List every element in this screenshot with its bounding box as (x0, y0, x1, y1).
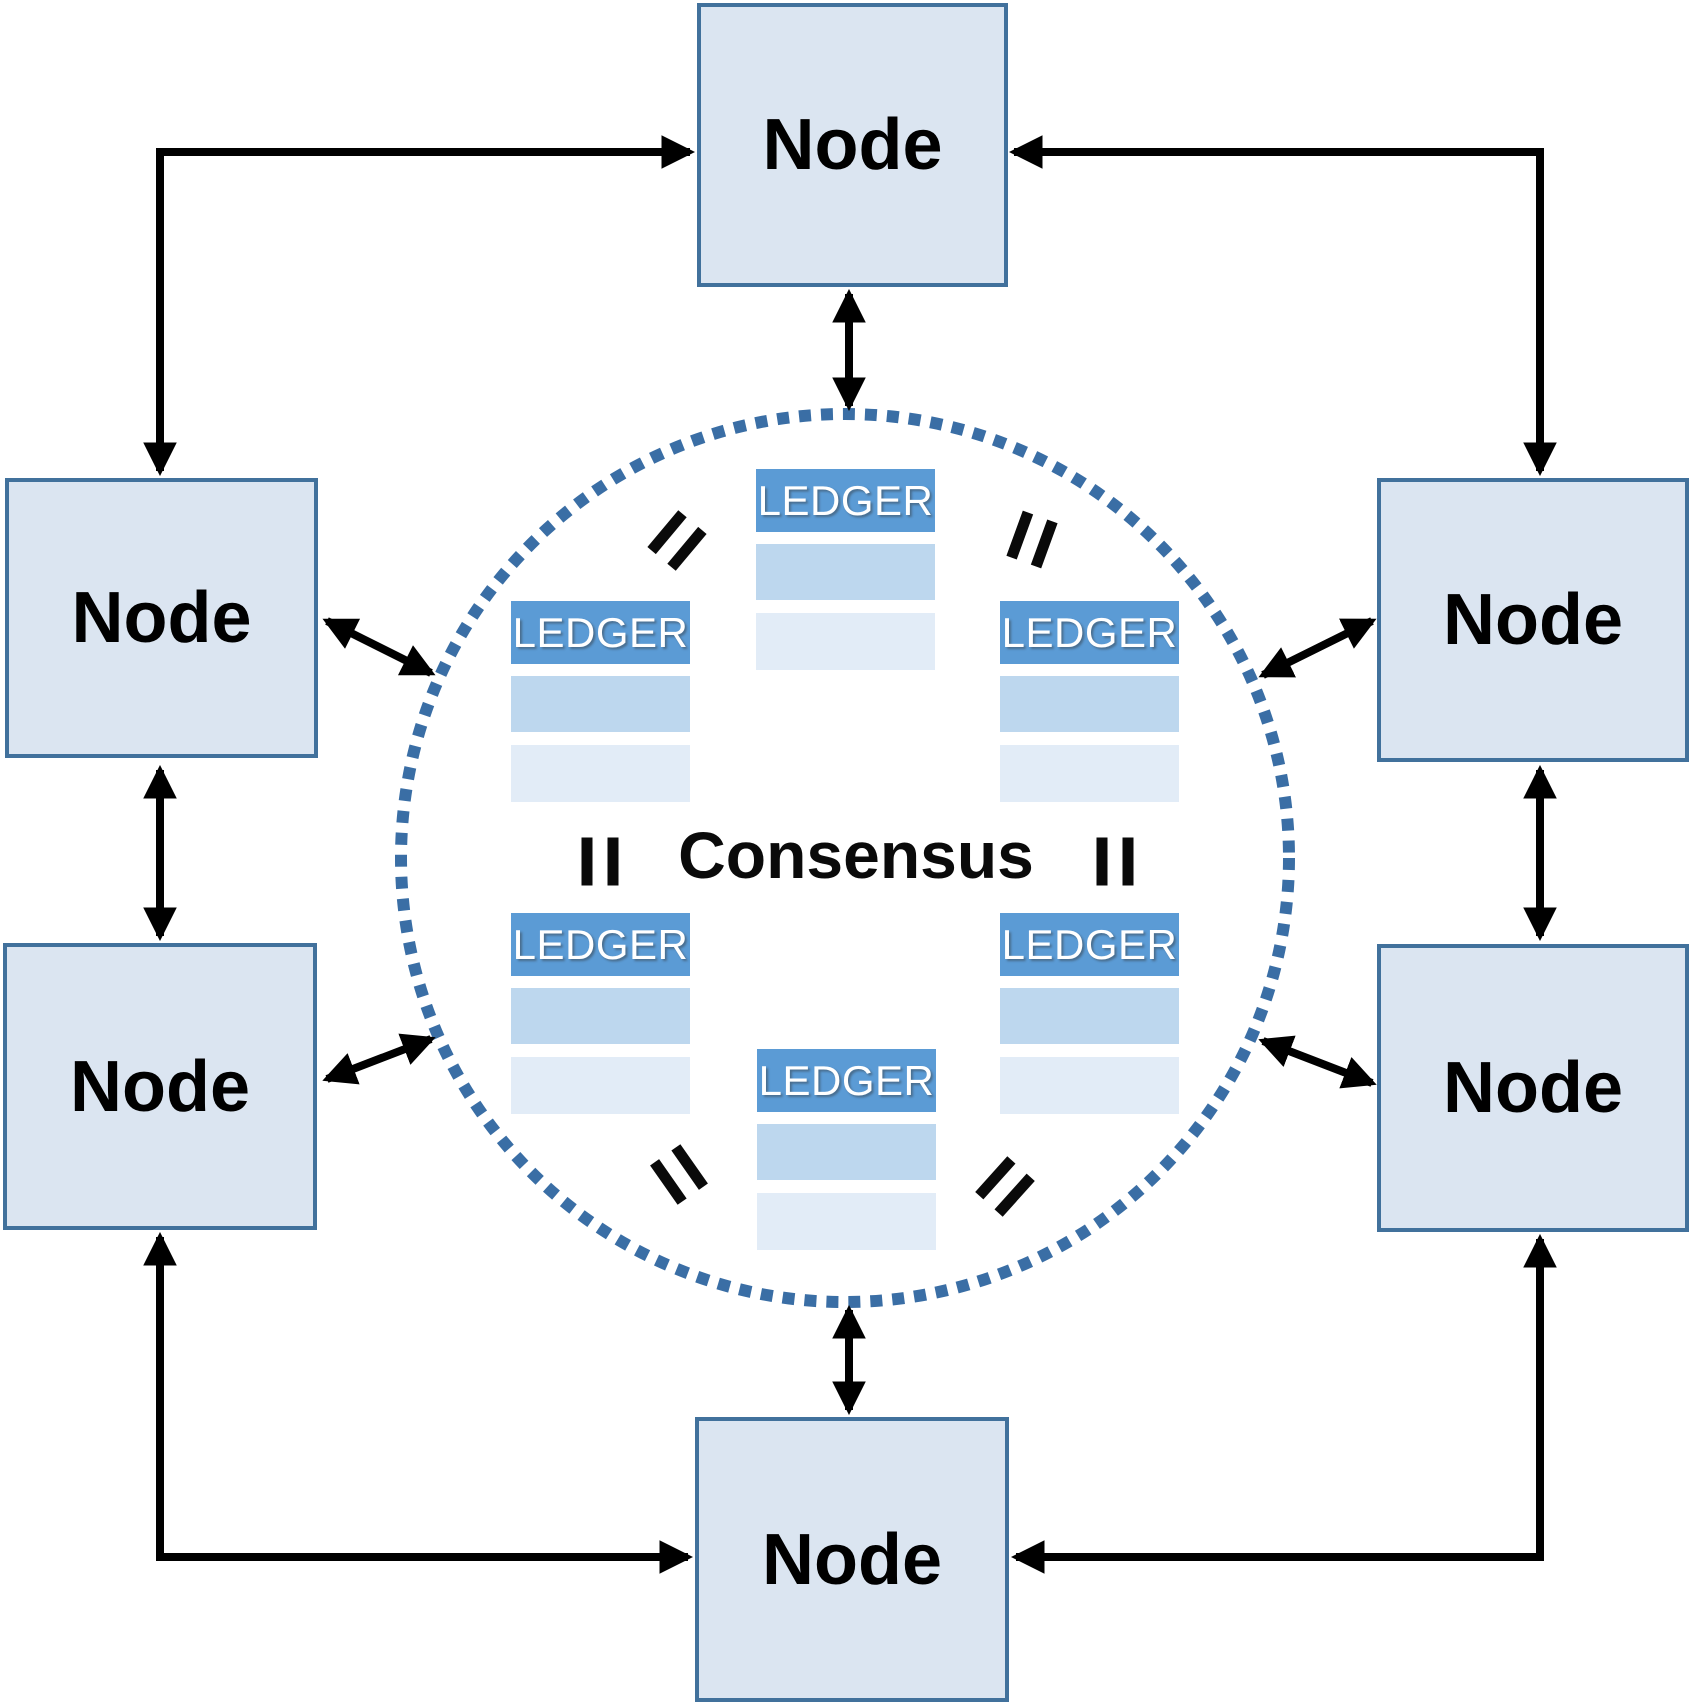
arrow-top-left-corner (143, 135, 696, 477)
equals-icon-middle-right (1096, 837, 1134, 886)
node-label: Node (1443, 580, 1623, 660)
consensus-circle (395, 408, 1295, 1308)
arrow-bottom-right-corner (1010, 1233, 1557, 1574)
node-left-lower: Node (3, 943, 317, 1230)
node-top: Node (697, 3, 1008, 287)
arrow-top-right-corner (1008, 135, 1557, 477)
ledger-header: LEDGER (1000, 913, 1179, 976)
ledger-top-center: LEDGER (756, 469, 935, 670)
ledger-bottom-center: LEDGER (757, 1049, 936, 1250)
arrow-right-upper-diagonal (1258, 617, 1377, 679)
node-label: Node (762, 105, 943, 185)
ledger-row (1000, 676, 1179, 732)
equals-icon-middle-left (581, 837, 619, 886)
ledger-row (511, 745, 690, 802)
ledger-row (757, 1193, 936, 1250)
node-bottom: Node (695, 1417, 1009, 1702)
ledger-row (1000, 745, 1179, 802)
ledger-row (756, 544, 935, 600)
ledger-row (511, 676, 690, 732)
node-right-upper: Node (1377, 478, 1689, 762)
ledger-lower-right: LEDGER (1000, 913, 1179, 1114)
ledger-row (511, 988, 690, 1044)
ledger-header: LEDGER (757, 1049, 936, 1112)
arrow-bottom-left-corner (143, 1231, 694, 1574)
ledger-upper-left: LEDGER (511, 601, 690, 802)
node-label: Node (762, 1519, 942, 1600)
consensus-label: Consensus (678, 817, 1034, 892)
ledger-row (756, 613, 935, 670)
arrow-right-lower-diagonal (1258, 1035, 1377, 1089)
node-right-lower: Node (1377, 944, 1689, 1232)
arrow-left-lower-diagonal (322, 1033, 436, 1085)
node-left-upper: Node (5, 478, 318, 758)
ledger-row (1000, 1057, 1179, 1114)
arrow-left-upper-diagonal (322, 617, 436, 677)
ledger-header: LEDGER (756, 469, 935, 532)
ledger-lower-left: LEDGER (511, 913, 690, 1114)
node-label: Node (71, 578, 252, 658)
ledger-header: LEDGER (511, 601, 690, 664)
ledger-header: LEDGER (1000, 601, 1179, 664)
node-label: Node (70, 1046, 250, 1127)
node-label: Node (1443, 1048, 1623, 1128)
ledger-row (1000, 988, 1179, 1044)
ledger-upper-right: LEDGER (1000, 601, 1179, 802)
ledger-header: LEDGER (511, 913, 690, 976)
ledger-row (511, 1057, 690, 1114)
ledger-row (757, 1124, 936, 1180)
